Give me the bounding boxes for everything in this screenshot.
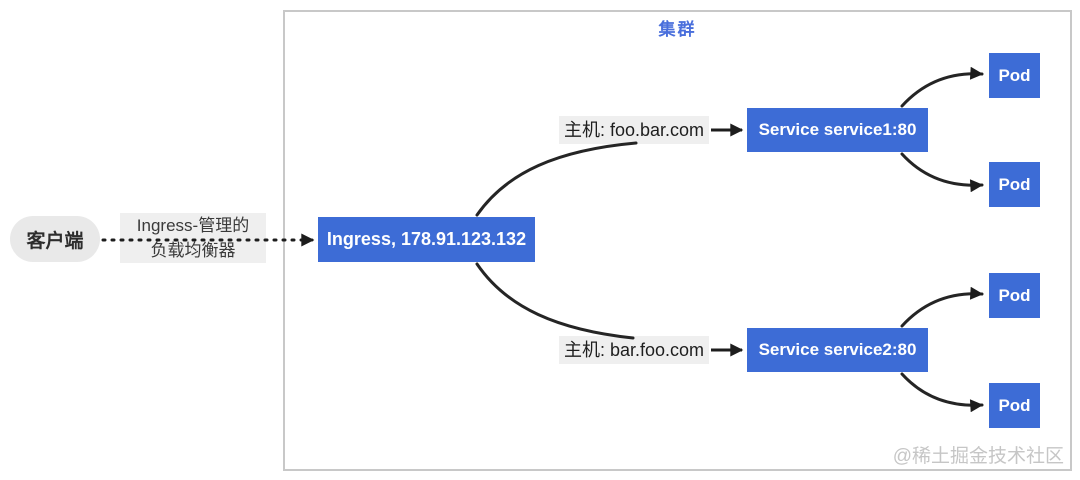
pod-node-2: Pod xyxy=(989,162,1040,207)
cluster-title: 集群 xyxy=(658,20,697,39)
service2-node: Service service2:80 xyxy=(747,328,928,372)
service2-label: Service service2:80 xyxy=(758,340,917,359)
load-balancer-label-line1: Ingress-管理的 xyxy=(136,216,250,235)
pod-node-3: Pod xyxy=(989,273,1040,318)
ingress-node: Ingress, 178.91.123.132 xyxy=(318,217,535,262)
host-rule-bar-foo: 主机: bar.foo.com xyxy=(559,336,710,364)
service1-node: Service service1:80 xyxy=(747,108,928,152)
ingress-label: Ingress, 178.91.123.132 xyxy=(326,229,527,249)
load-balancer-label: Ingress-管理的 负载均衡器 xyxy=(120,213,266,263)
watermark: @稀土掘金技术社区 xyxy=(892,446,1064,467)
client-node: 客户端 xyxy=(10,216,100,262)
pod-node-1: Pod xyxy=(989,53,1040,98)
client-label: 客户端 xyxy=(26,230,84,252)
service1-label: Service service1:80 xyxy=(758,120,917,139)
host-rule-foo-bar: 主机: foo.bar.com xyxy=(559,116,710,144)
load-balancer-label-line2: 负载均衡器 xyxy=(150,241,236,260)
pod-node-4: Pod xyxy=(989,383,1040,428)
